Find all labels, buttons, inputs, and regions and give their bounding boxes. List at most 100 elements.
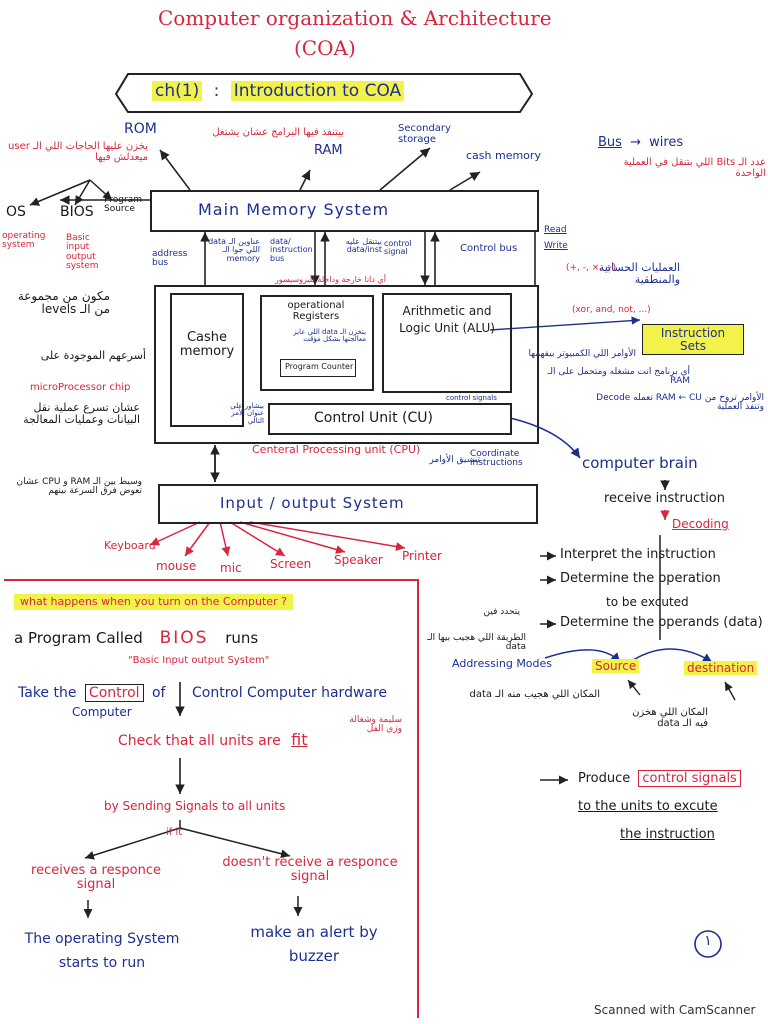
keyboard-label: Keyboard (104, 539, 156, 552)
destination-label: destination (684, 661, 758, 675)
chapter-number: ch(1) (152, 81, 203, 101)
no-response: doesn't receive a responce signal (222, 855, 398, 884)
io-system-box: Input / output System (158, 484, 538, 524)
chapter-separator: : (213, 81, 220, 101)
bus-width-note: عدد الـ Bits اللي بتنقل في العملية الواح… (623, 157, 766, 179)
os-starts: The operating System starts to run (24, 931, 180, 971)
wires-label: wires (649, 135, 684, 150)
alu-operations-note: العمليات الحسابية والمنطقية (598, 261, 680, 286)
chapter-banner-frame (114, 73, 534, 113)
write-label: Write (544, 241, 568, 251)
bios-runs-full: "Basic Input output System" (128, 655, 270, 666)
cache-purpose-note: عشان تسرع عملية نقل البيانات وعمليات الم… (23, 401, 140, 426)
bus-definition: Bus → wires (598, 136, 683, 150)
cache-note: أي داتا خارجة وداخلة للبروسيسور (274, 275, 386, 284)
to-the-units: to the units to excute (578, 799, 718, 814)
bios-full: Basic input output system (66, 233, 99, 272)
cache-bridge-note: وسيط بين الـ RAM و CPU عشان تعوض فرق الس… (16, 477, 142, 497)
rom-label: ROM (124, 121, 157, 137)
secondary-storage-label: Secondary storage (398, 123, 451, 145)
ram-label: RAM (314, 143, 343, 158)
coordinate-instructions-label: Coordinate instructions (470, 449, 523, 469)
bios-runs-word: BIOS (159, 628, 209, 648)
bus-arrow: → (630, 135, 641, 150)
bus-label: Bus (598, 135, 622, 150)
bios-runs-prefix: a Program Called (14, 629, 143, 647)
page-number: ١ (704, 933, 712, 949)
microprocessor-label: microProcessor chip (30, 382, 131, 393)
take-control-line: Take the Control of (18, 684, 166, 702)
page-subtitle: (COA) (294, 36, 356, 60)
interpret-instruction: Interpret the instruction (560, 547, 716, 562)
determine-operands: Determine the operands (data) (560, 615, 763, 630)
make-alert: make an alert by buzzer (250, 923, 378, 965)
cash-memory-label: cash memory (466, 149, 541, 162)
program-counter-label: Program Counter (285, 362, 354, 371)
control-unit-box: Control Unit (CU) (268, 403, 512, 435)
boot-question: what happens when you turn on the Comput… (14, 594, 293, 610)
printer-label: Printer (402, 549, 442, 563)
receive-instruction: receive instruction (604, 491, 725, 506)
logic-ops: (xor, and, not, ...) (572, 305, 651, 315)
rom-note: يخزن عليها الحاجات اللي الـ user ميعدلش … (8, 141, 148, 163)
source-text: Source (592, 659, 640, 673)
computer-brain-title: computer brain (582, 454, 698, 472)
the-instruction: the instruction (620, 827, 715, 842)
check-label: Check that all units are (118, 733, 281, 749)
bios-label: BIOS (60, 204, 94, 220)
control-unit-label: Control Unit (CU) (314, 410, 433, 426)
produce-control-signals: Produce control signals (578, 770, 741, 787)
destination-text: destination (684, 661, 758, 675)
speaker-label: Speaker (334, 553, 383, 567)
control-signals-emph: control signals (638, 770, 741, 787)
coordinate-note: تنسيق الأوامر (429, 455, 480, 465)
cache-fastest-note: أسرعهم الموجودة على (40, 349, 146, 362)
produce-label: Produce (578, 771, 631, 786)
cu-decode-note: الأوامر تروح من RAM ← CU تعمله Decode وت… (596, 393, 764, 413)
control-signal-label: control signal (384, 239, 412, 257)
address-bus-label: address bus (152, 249, 188, 269)
choose-note: يتحدد فين (483, 607, 521, 617)
program-ram-note: أي برنامج انت مشغله ومتحمل على الـ RAM (547, 367, 690, 387)
sending-signals: by Sending Signals to all units (104, 799, 286, 813)
page-title: Computer organization & Architecture (158, 6, 552, 30)
fit-word: fit (291, 730, 308, 749)
control-hardware: Control Computer hardware (192, 685, 388, 701)
main-memory-box: Main Memory System (150, 190, 539, 232)
mic-label: mic (220, 561, 242, 575)
computer-label: Computer (72, 705, 132, 719)
control-word: Control (84, 684, 144, 702)
chapter-label: ch(1) : Introduction to COA (152, 81, 405, 101)
bios-runs-suffix: runs (225, 629, 259, 647)
cpu-box: Cashe memory operational Registers بتخزن… (154, 285, 539, 444)
operational-registers-note: بتخزن الـ data اللي عايز معالجتها بشكل م… (293, 328, 366, 344)
control-signals-label: control signals (446, 394, 497, 402)
program-counter-box: Program Counter (280, 359, 356, 377)
bios-runs-line: a Program Called BIOS runs (14, 628, 259, 648)
to-be-executed: to be excuted (606, 595, 689, 609)
instruction-sets-label: Instruction Sets (642, 324, 744, 356)
addressing-modes-note: الطريقة اللي هجيب بيها الـ data (427, 633, 526, 653)
source-label: Source (592, 659, 640, 673)
ram-note: بيتنفذ فيها البرامج عشان يشتغل (212, 127, 344, 138)
of-label: of (151, 685, 166, 701)
cpu-label: Centeral Processing unit (CPU) (252, 443, 421, 456)
data-bus-note: بيتنقل عليه data/inst (345, 237, 382, 255)
data-bus-label: data/ instruction bus (270, 237, 313, 263)
read-label: Read (544, 225, 567, 235)
mouse-label: mouse (156, 559, 197, 573)
address-bus-note: عناوين الـ data اللي جوا الـ memory (208, 237, 260, 263)
cache-levels-note: مكون من مجموعة من الـ levels (17, 289, 110, 316)
chapter-title: Introduction to COA (230, 81, 405, 101)
operational-registers-box: operational Registers بتخزن الـ data الل… (260, 295, 374, 391)
arithmetic-ops: (+, -, ×, ÷) (566, 263, 617, 273)
computer-brain-label: computer brain (582, 454, 698, 472)
take-label: Take the (18, 685, 77, 701)
control-bus-label: Control bus (460, 243, 518, 254)
source-note: المكان اللي هجيب منه الـ data (469, 689, 600, 700)
scanner-watermark: Scanned with CamScanner (594, 1003, 756, 1017)
check-units-line: Check that all units are fit (118, 730, 308, 749)
alu-box: Arithmetic and Logic Unit (ALU) (382, 293, 512, 393)
cache-memory-label: Cashe memory (179, 330, 235, 359)
